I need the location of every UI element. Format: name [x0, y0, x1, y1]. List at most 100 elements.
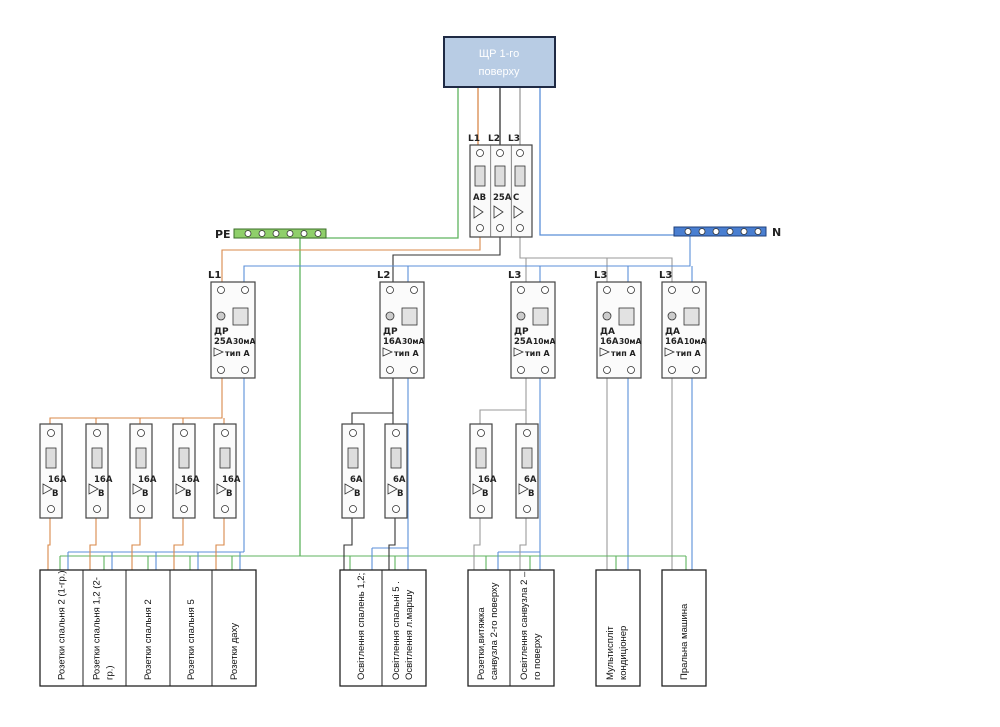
breaker-trip-symbol-3 [175, 483, 186, 495]
load-label-line1-1: Розетки спальня 1,2 (2- [92, 577, 103, 680]
rcd-bottom-screw-a-4 [668, 366, 676, 374]
rcd-type-2: ДР [514, 327, 529, 337]
rcd-bottom-screw-a-1 [386, 366, 394, 374]
rcd-trip-symbol-0 [213, 347, 224, 357]
load-8: Освітлення санвузла 2 –го поверху [509, 570, 543, 686]
feeder-wires [299, 86, 690, 556]
main-panel: ЩР 1-го поверху [443, 36, 556, 88]
breaker-rating-5: 6А [350, 475, 363, 485]
load-label-line2-1: гр.) [105, 665, 116, 680]
rcd-top-screw-b-1 [410, 286, 418, 294]
rcd-type-3: ДА [600, 327, 615, 337]
breaker-bottom-screw-0 [47, 505, 55, 513]
main-breaker-toggle-0 [474, 165, 486, 187]
breaker-body-5 [341, 423, 365, 519]
n-terminal-0 [684, 228, 692, 235]
rcd-type-1: ДР [383, 327, 398, 337]
distribution-wires [47, 235, 693, 570]
breaker-bottom-screw-4 [221, 505, 229, 513]
rcd-test-button-1 [385, 311, 395, 321]
breaker-6: 6АВ [384, 423, 408, 519]
rcd-bottom-screw-b-1 [410, 366, 418, 374]
breaker-toggle-0 [45, 447, 57, 469]
wire-breaker-out-2 [131, 518, 141, 570]
rcd-top-screw-a-0 [217, 286, 225, 294]
rcd-rating-0: 25А [214, 337, 233, 347]
main-breaker-phase-label-0: L1 [468, 134, 480, 144]
load-label-line1-0: Розетки спальня 2 (1-гр.) [57, 570, 68, 680]
load-group-frame-4 [661, 569, 707, 687]
wire-breaker-out-1 [89, 518, 97, 570]
load-label-line2-7: санвузла 2-го поверху [489, 582, 500, 680]
wire-breaker-out-8 [519, 518, 527, 570]
main-breaker-toggle-2 [514, 165, 526, 187]
load-10: Пральна машина [661, 570, 690, 686]
load-label-line1-6: Освітлення спальні 5 . [391, 581, 402, 680]
load-label-line1-10: Пральна машина [679, 603, 690, 680]
rcd-class-4: тип А [676, 349, 702, 358]
breaker-curve-1: В [98, 489, 104, 499]
pe-label: PE [215, 228, 231, 241]
rcd-toggle-0 [232, 307, 249, 326]
rcd-toggle-4 [683, 307, 700, 326]
load-label-line2-6: Освітлення л.маршу [404, 590, 415, 680]
breaker-toggle-5 [347, 447, 359, 469]
rcd-sensitivity-0: 30мА [233, 337, 256, 346]
breaker-body-8 [515, 423, 539, 519]
rcd-rating-2: 25А [514, 337, 533, 347]
breaker-curve-8: В [528, 489, 534, 499]
breaker-body-3 [172, 423, 196, 519]
wire-breaker-out-3 [173, 518, 184, 570]
breaker-toggle-3 [178, 447, 190, 469]
n-label: N [772, 226, 781, 239]
breaker-rating-8: 6А [524, 475, 537, 485]
breaker-rating-6: 6А [393, 475, 406, 485]
wire-l3-to-rcd5 [607, 257, 673, 282]
rcd-top-screw-b-4 [692, 286, 700, 294]
rcd-top-screw-a-4 [668, 286, 676, 294]
wire-l1-to-rcd1 [221, 237, 481, 282]
rcd-rating-4: 16А [665, 337, 684, 347]
load-label-line1-9: Мультиспліт [605, 625, 616, 680]
rcd-test-button-0 [216, 311, 226, 321]
rcd-toggle-3 [618, 307, 635, 326]
breaker-body-6 [384, 423, 408, 519]
breaker-toggle-8 [521, 447, 533, 469]
n-busbar-bar [673, 226, 767, 237]
breaker-top-screw-2 [137, 429, 145, 437]
rcd-bottom-screw-a-3 [603, 366, 611, 374]
rcd-body-1 [379, 281, 425, 379]
rcd-sensitivity-3: 30мА [619, 337, 642, 346]
wire-n-to-rcds [243, 235, 691, 282]
breaker-rating-2: 16А [138, 475, 157, 485]
breaker-trip-symbol-8 [518, 483, 529, 495]
breaker-top-screw-4 [221, 429, 229, 437]
breaker-trip-symbol-6 [387, 483, 398, 495]
breaker-body-2 [129, 423, 153, 519]
breaker-body-0 [39, 423, 63, 519]
load-label-line1-5: Освітлення спалень 1,2; [356, 573, 367, 680]
breaker-body-4 [213, 423, 237, 519]
n-terminal-1 [698, 228, 706, 235]
pe-busbar: PE [215, 228, 327, 241]
breaker-top-screw-1 [93, 429, 101, 437]
breaker-rating-1: 16А [94, 475, 113, 485]
load-label-line1-3: Розетки спальня 5 [186, 599, 197, 680]
wire-l2-to-rcd2 [392, 237, 501, 282]
rcd-class-3: тип А [611, 349, 637, 358]
rcd-top-screw-b-2 [541, 286, 549, 294]
breaker-toggle-4 [219, 447, 231, 469]
main-breaker-phase-label-1: L2 [488, 134, 500, 144]
rcd-bottom-screw-b-2 [541, 366, 549, 374]
breaker-trip-symbol-5 [344, 483, 355, 495]
breaker-curve-5: В [354, 489, 360, 499]
